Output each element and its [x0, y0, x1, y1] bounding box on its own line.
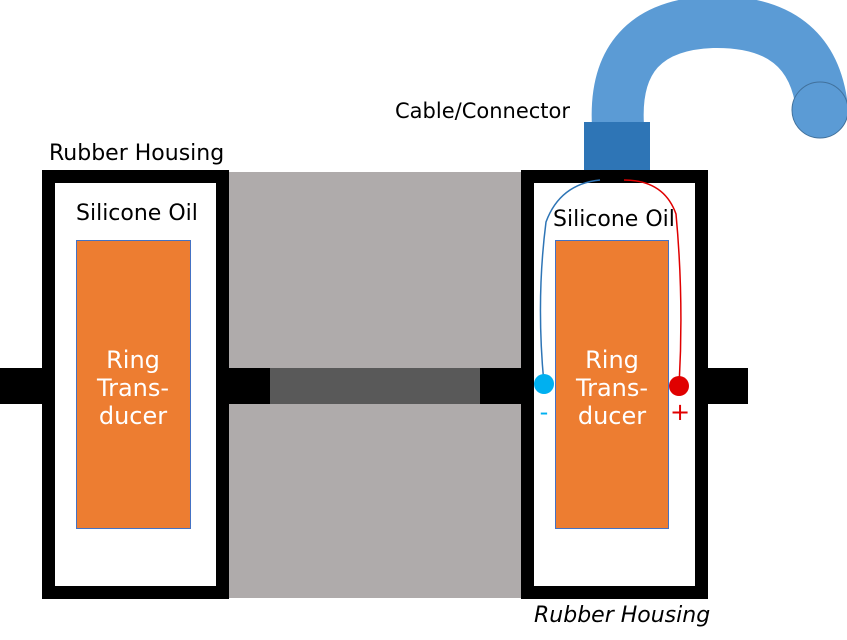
- positive-terminal: [669, 376, 689, 396]
- center-rod-right-stub: [480, 368, 528, 404]
- right-ring-transducer: [555, 240, 669, 529]
- right-oil-label: Silicone Oil: [553, 207, 675, 232]
- negative-sign: -: [540, 398, 549, 426]
- left-housing-label: Rubber Housing: [49, 141, 224, 166]
- cable-arc: [591, 0, 847, 128]
- negative-terminal: [534, 374, 554, 394]
- positive-sign: +: [670, 398, 690, 426]
- left-transducer-line3: ducer: [99, 402, 167, 430]
- left-transducer-line1: Ring: [106, 346, 160, 374]
- cable-connector: [584, 122, 650, 172]
- center-rod-left-stub: [222, 368, 270, 404]
- left-transducer-line2: Trans-: [96, 374, 169, 402]
- right-transducer-line3: ducer: [578, 402, 646, 430]
- left-end-stub: [0, 368, 50, 404]
- left-oil-label: Silicone Oil: [76, 201, 198, 226]
- center-rod: [270, 368, 480, 404]
- positive-wire: [623, 179, 682, 387]
- cable-label: Cable/Connector: [395, 99, 570, 123]
- cable-end: [791, 81, 847, 139]
- right-transducer-line1: Ring: [585, 346, 639, 374]
- negative-wire: [539, 179, 601, 385]
- right-transducer-line2: Trans-: [575, 374, 648, 402]
- left-ring-transducer: [76, 240, 191, 529]
- right-housing-label: Rubber Housing: [534, 603, 710, 628]
